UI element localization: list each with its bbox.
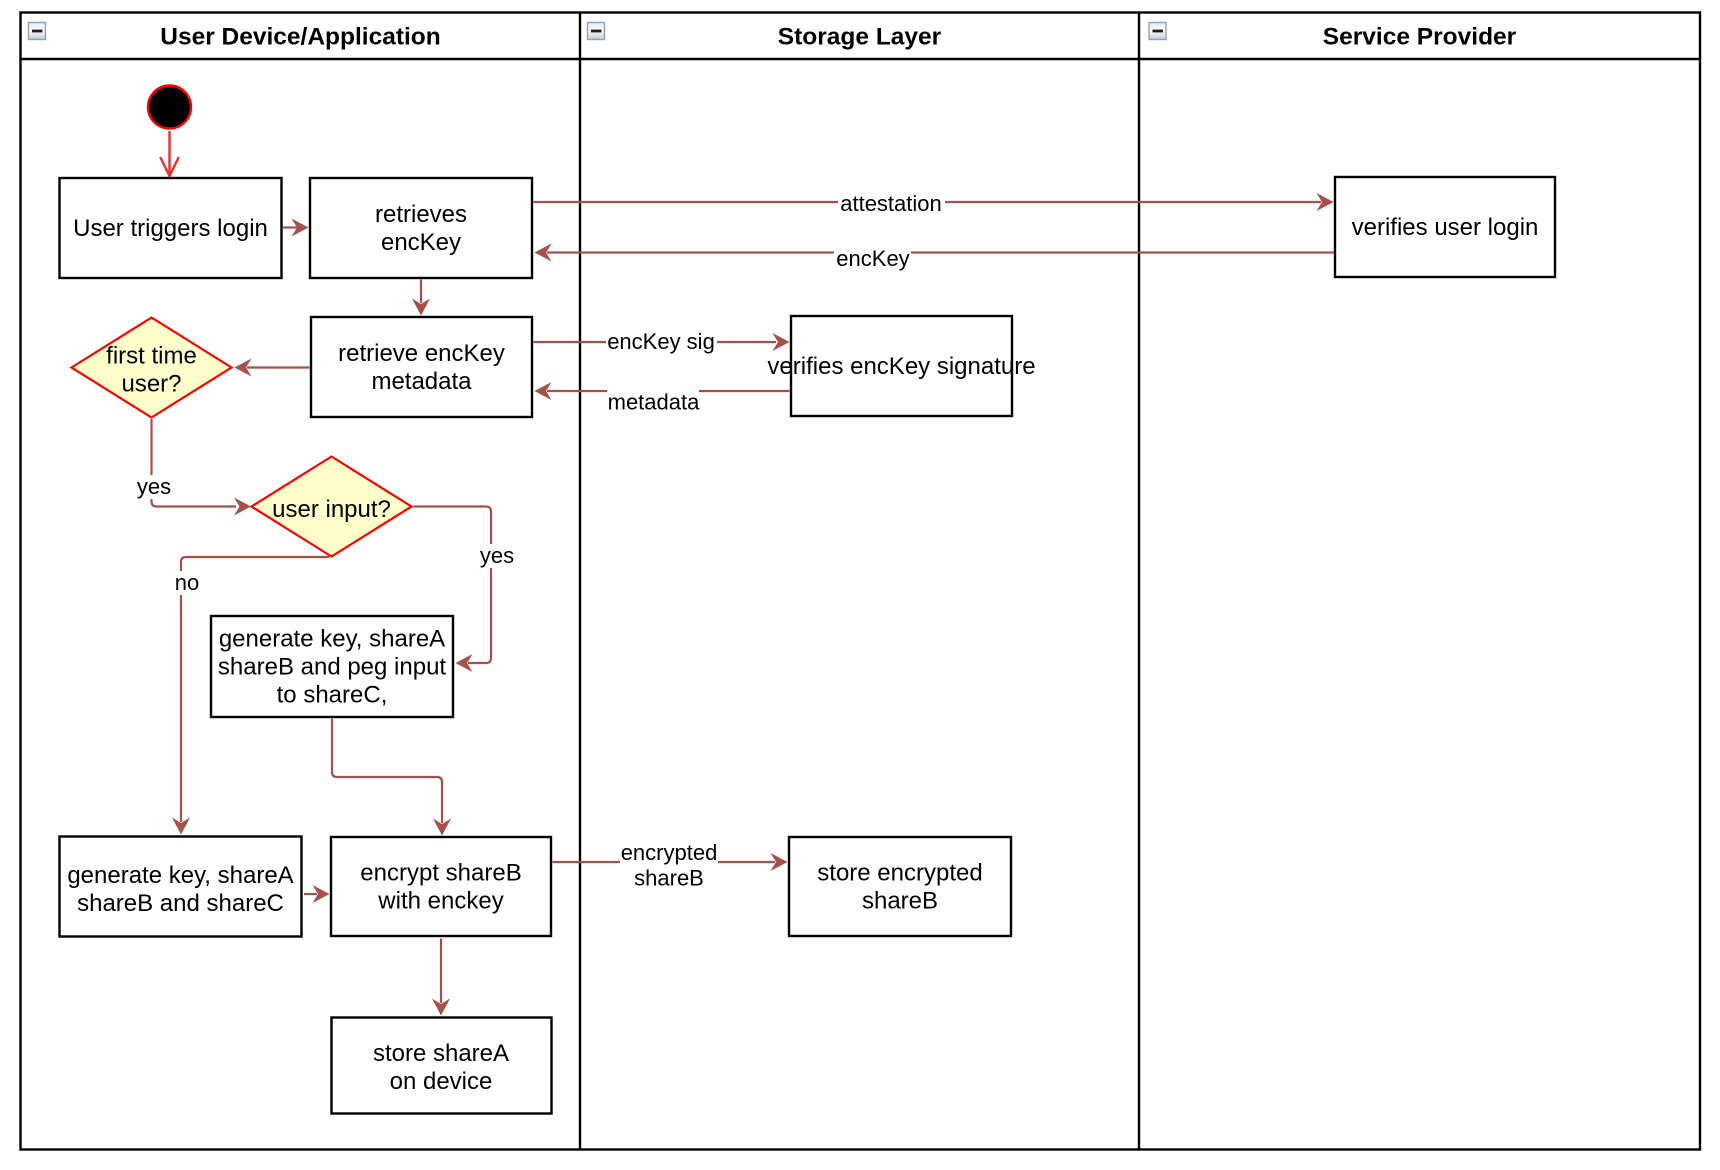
svg-text:Service Provider: Service Provider bbox=[1323, 24, 1517, 51]
svg-text:user input?: user input? bbox=[272, 496, 391, 523]
svg-text:on device: on device bbox=[390, 1068, 493, 1095]
svg-text:retrieve encKey: retrieve encKey bbox=[338, 340, 505, 367]
svg-text:shareB and shareC: shareB and shareC bbox=[77, 890, 284, 917]
svg-text:verifies user login: verifies user login bbox=[1352, 214, 1539, 241]
svg-text:retrieves: retrieves bbox=[375, 201, 467, 228]
svg-text:encKey: encKey bbox=[836, 246, 909, 271]
svg-text:User triggers login: User triggers login bbox=[73, 215, 268, 242]
svg-text:Storage Layer: Storage Layer bbox=[778, 24, 942, 51]
svg-text:generate key, shareA: generate key, shareA bbox=[219, 626, 445, 653]
svg-text:no: no bbox=[175, 570, 199, 595]
svg-text:to shareC,: to shareC, bbox=[277, 682, 388, 709]
svg-text:shareB: shareB bbox=[634, 866, 704, 891]
svg-text:encKey sig: encKey sig bbox=[607, 329, 715, 354]
svg-text:metadata: metadata bbox=[371, 368, 472, 395]
svg-text:verifies encKey signature: verifies encKey signature bbox=[767, 353, 1035, 380]
svg-text:encKey: encKey bbox=[381, 229, 461, 256]
svg-text:attestation: attestation bbox=[840, 191, 942, 216]
svg-text:yes: yes bbox=[137, 474, 171, 499]
svg-text:generate key, shareA: generate key, shareA bbox=[67, 862, 293, 889]
svg-text:user?: user? bbox=[121, 371, 181, 398]
svg-text:store encrypted: store encrypted bbox=[817, 860, 982, 887]
svg-text:first time: first time bbox=[106, 343, 197, 370]
svg-text:shareB: shareB bbox=[862, 888, 938, 915]
svg-text:store shareA: store shareA bbox=[373, 1040, 509, 1067]
svg-text:encrypt shareB: encrypt shareB bbox=[360, 860, 521, 887]
svg-text:yes: yes bbox=[480, 543, 514, 568]
svg-text:metadata: metadata bbox=[608, 390, 700, 415]
svg-text:encrypted: encrypted bbox=[621, 840, 718, 865]
svg-text:shareB and peg input: shareB and peg input bbox=[218, 654, 447, 681]
svg-text:User Device/Application: User Device/Application bbox=[160, 24, 440, 51]
svg-text:with enckey: with enckey bbox=[377, 888, 503, 915]
